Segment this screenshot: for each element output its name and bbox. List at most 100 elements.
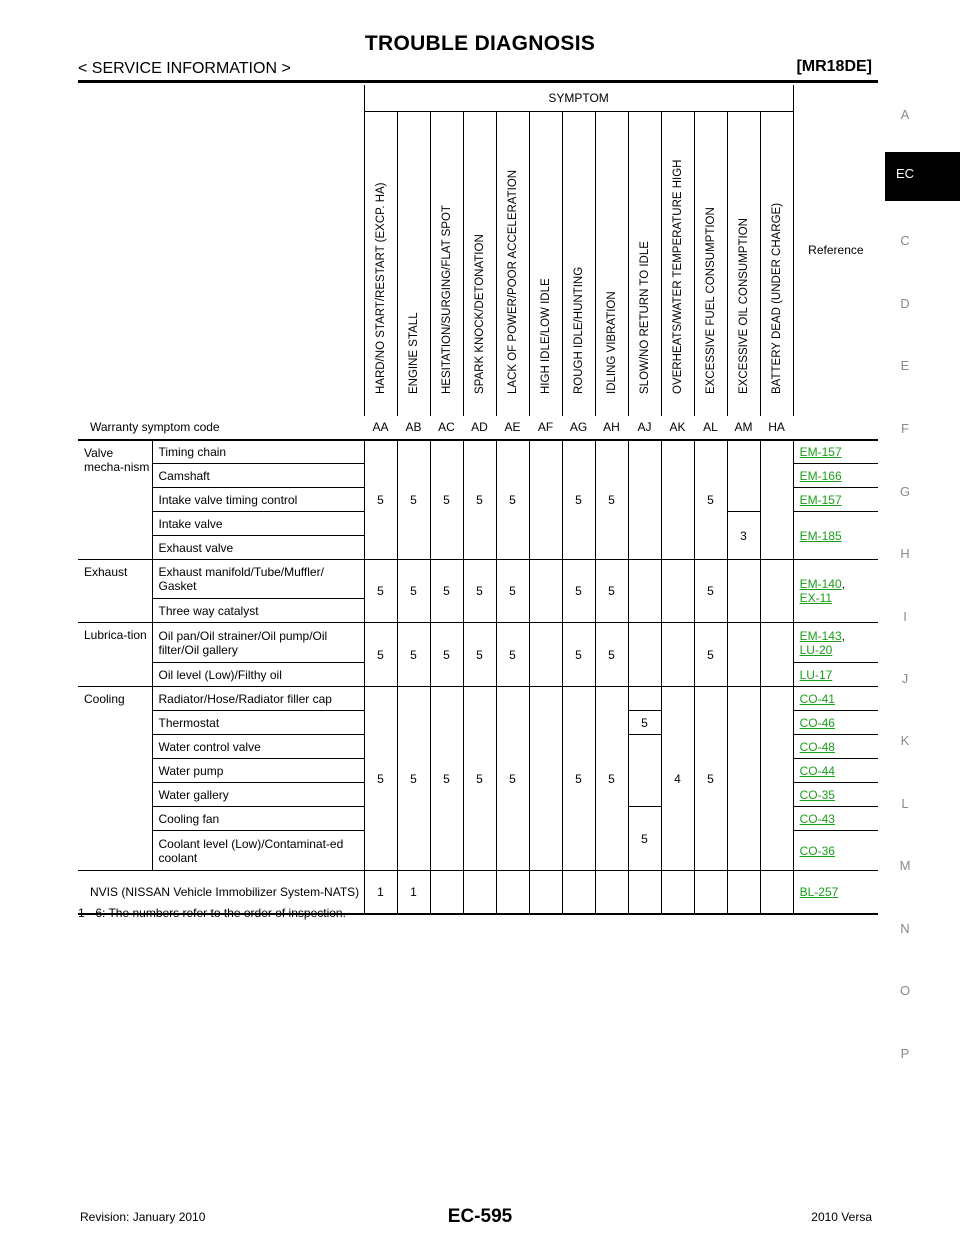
- reference-link[interactable]: CO-46: [799, 715, 835, 730]
- side-index-letter[interactable]: N: [900, 921, 910, 936]
- value-cell-empty: [528, 439, 562, 560]
- reference-cell: EM-157: [792, 487, 879, 512]
- reference-link[interactable]: LU-20: [799, 642, 833, 657]
- item-label: Intake valve: [151, 511, 364, 536]
- side-index-letter[interactable]: D: [900, 296, 910, 311]
- value-cell-empty: [429, 870, 463, 915]
- item-label: Radiator/Hose/Radiator filler cap: [151, 686, 364, 711]
- side-index-letter[interactable]: C: [900, 233, 910, 248]
- side-index-letter[interactable]: K: [900, 733, 910, 748]
- reference-cell: CO-46: [792, 710, 879, 735]
- side-index-letter[interactable]: A: [900, 107, 910, 122]
- table-row: Cooling Radiator/Hose/Radiator filler ca…: [78, 686, 879, 871]
- table-corner-empty: [78, 85, 364, 416]
- symptom-column-header: SLOW/NO RETURN TO IDLE: [627, 111, 661, 416]
- reference-link[interactable]: CO-41: [799, 691, 835, 706]
- side-index-letter[interactable]: O: [899, 983, 911, 998]
- reference-link[interactable]: CO-36: [799, 843, 835, 858]
- group-label: Exhaust: [78, 559, 152, 623]
- warranty-code: AG: [562, 415, 595, 441]
- reference-link[interactable]: EM-143: [799, 628, 842, 643]
- side-index-letter[interactable]: J: [901, 671, 909, 686]
- value-cell-empty: [660, 870, 694, 915]
- reference-link[interactable]: LU-17: [799, 667, 833, 682]
- table-row: Intake valve 3 EM-185: [78, 511, 879, 560]
- header-rule: [78, 80, 878, 83]
- warranty-code: AC: [430, 415, 463, 441]
- reference-cell: CO-43: [792, 806, 879, 831]
- reference-link[interactable]: EM-166: [799, 468, 842, 483]
- value-cell: 5: [561, 622, 595, 687]
- reference-cell: EM-166: [792, 463, 879, 488]
- reference-link[interactable]: EM-185: [799, 528, 842, 543]
- value-cell: 4: [660, 686, 694, 871]
- table-row: Three way catalyst: [78, 598, 878, 623]
- item-label: Water control valve: [151, 734, 364, 759]
- value-cell-empty: [627, 686, 661, 711]
- value-cell: 5: [429, 439, 463, 560]
- table-row: Water control valve CO-48: [78, 734, 879, 807]
- symptom-column-header: EXCESSIVE FUEL CONSUMPTION: [693, 111, 727, 416]
- side-index-letter[interactable]: G: [899, 484, 911, 499]
- side-index-letter[interactable]: E: [900, 358, 910, 373]
- side-index-letter[interactable]: P: [900, 1046, 910, 1061]
- value-cell-empty: [726, 870, 760, 915]
- value-cell-empty: [726, 686, 760, 871]
- table-row: Water gallery CO-35: [78, 782, 879, 807]
- symptom-column-header: HIGH IDLE/LOW IDLE: [528, 111, 562, 416]
- side-index-letter[interactable]: I: [903, 609, 907, 624]
- value-cell: 5: [363, 559, 397, 623]
- table-row: Intake valve timing control EM-157: [78, 487, 879, 512]
- side-index-active-label[interactable]: EC: [895, 166, 915, 181]
- reference-cell: LU-17: [792, 662, 879, 687]
- warranty-code-row: Warranty symptom code AA AB AC AD AE AF …: [78, 415, 879, 441]
- symptom-name: HIGH IDLE/LOW IDLE: [539, 277, 552, 394]
- reference-link[interactable]: EM-157: [799, 492, 842, 507]
- value-cell-empty: [528, 686, 562, 871]
- reference-link[interactable]: CO-44: [799, 763, 835, 778]
- value-cell: 5: [561, 559, 595, 623]
- reference-link[interactable]: EX-11: [799, 591, 833, 605]
- side-index-letter[interactable]: F: [901, 421, 909, 436]
- engine-model-label: [MR18DE]: [796, 58, 872, 75]
- value-cell-empty: [759, 559, 794, 623]
- warranty-code: HA: [760, 415, 794, 441]
- side-index-letter[interactable]: H: [900, 546, 910, 561]
- reference-link[interactable]: CO-43: [799, 811, 835, 826]
- reference-cell: CO-44: [792, 758, 879, 783]
- warranty-code: AH: [595, 415, 628, 441]
- value-cell: 5: [693, 622, 727, 687]
- warranty-code: AL: [694, 415, 727, 441]
- value-cell: 5: [462, 559, 496, 623]
- reference-link[interactable]: CO-48: [799, 739, 835, 754]
- item-label: Oil level (Low)/Filthy oil: [151, 662, 364, 687]
- value-cell-empty: [561, 870, 595, 915]
- value-cell: 5: [627, 710, 661, 735]
- value-cell: 5: [429, 686, 463, 871]
- reference-link[interactable]: EM-157: [799, 444, 842, 459]
- value-cell: 5: [561, 439, 595, 560]
- side-index-active-tab[interactable]: [885, 152, 960, 201]
- side-index-letter[interactable]: L: [901, 796, 909, 811]
- group-label: Valve mecha-nism: [78, 439, 152, 560]
- value-cell: 5: [693, 439, 727, 560]
- reference-cell: EM-140,EX-11: [792, 559, 879, 623]
- reference-cell: CO-36: [792, 830, 879, 871]
- page-number: EC-595: [447, 1206, 513, 1227]
- warranty-code: AA: [364, 415, 397, 441]
- group-label: Lubrica-tion: [78, 622, 152, 687]
- item-label: Water gallery: [151, 782, 364, 807]
- value-cell: 5: [495, 439, 529, 560]
- symptom-column-header: BATTERY DEAD (UNDER CHARGE): [759, 111, 794, 416]
- symptom-name: EXCESSIVE OIL CONSUMPTION: [737, 217, 750, 394]
- edition-label: 2010 Versa: [811, 1210, 872, 1224]
- value-cell-empty: [759, 439, 794, 560]
- symptom-names-row: HARD/NO START/RESTART (EXCP. HA) ENGINE …: [78, 111, 878, 416]
- value-cell-empty: [528, 622, 562, 687]
- side-index-letter[interactable]: M: [899, 858, 911, 873]
- reference-link[interactable]: EM-140: [799, 577, 842, 591]
- symptom-column-header: IDLING VIBRATION: [594, 111, 628, 416]
- item-label: Exhaust valve: [151, 535, 364, 560]
- reference-link[interactable]: CO-35: [799, 787, 835, 802]
- reference-link[interactable]: BL-257: [799, 884, 839, 899]
